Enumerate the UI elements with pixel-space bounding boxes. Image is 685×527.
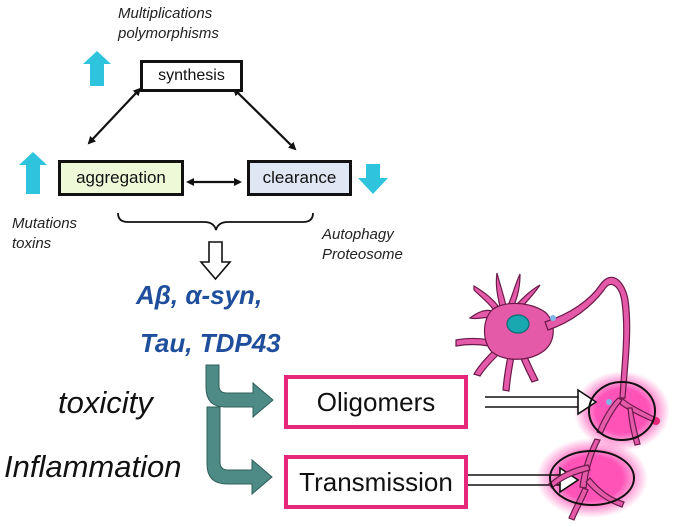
protein-list-line: Aβ, α-syn, xyxy=(136,280,263,310)
synthesis-node: synthesis xyxy=(140,60,243,92)
right-note-line: Proteosome xyxy=(322,246,403,263)
synthesis-aggregation-arrow xyxy=(87,87,142,145)
inflammation-label: Inflammation xyxy=(4,449,182,484)
synapse-outline xyxy=(549,450,635,506)
transmission-box: Transmission xyxy=(284,455,468,509)
neuron-illustration xyxy=(455,272,657,521)
decrease-arrow-icon xyxy=(358,164,388,194)
elbow-arrow-toxicity xyxy=(205,364,274,419)
increase-arrow-icon xyxy=(83,51,111,86)
left-note-line: toxins xyxy=(12,235,52,252)
oligomers-to-synapse-arrow xyxy=(485,388,598,416)
right-note-line: Autophagy xyxy=(322,226,394,243)
clearance-node: clearance xyxy=(247,160,352,196)
protein-list-line: Tau, TDP43 xyxy=(140,328,281,358)
oligomers-box: Oligomers xyxy=(284,375,468,429)
hollow-down-arrow xyxy=(199,241,232,281)
top-note: Multiplications polymorphisms xyxy=(118,4,219,44)
increase-arrow-icon xyxy=(19,152,47,194)
toxicity-label: toxicity xyxy=(58,385,153,420)
left-note-line: Mutations xyxy=(12,215,78,232)
synapse-vesicle xyxy=(550,315,556,321)
right-note: Autophagy Proteosome xyxy=(322,225,403,265)
aggregation-node: aggregation xyxy=(58,160,184,196)
synapse-outline xyxy=(588,381,656,441)
bracket xyxy=(117,212,314,231)
top-note-line: Multiplications xyxy=(118,5,213,22)
top-note-line: polymorphisms xyxy=(118,25,219,42)
synapse-vesicle xyxy=(606,399,612,405)
elbow-arrow-inflammation xyxy=(206,406,273,496)
left-note: Mutations toxins xyxy=(12,214,77,254)
synthesis-clearance-arrow xyxy=(232,87,297,151)
